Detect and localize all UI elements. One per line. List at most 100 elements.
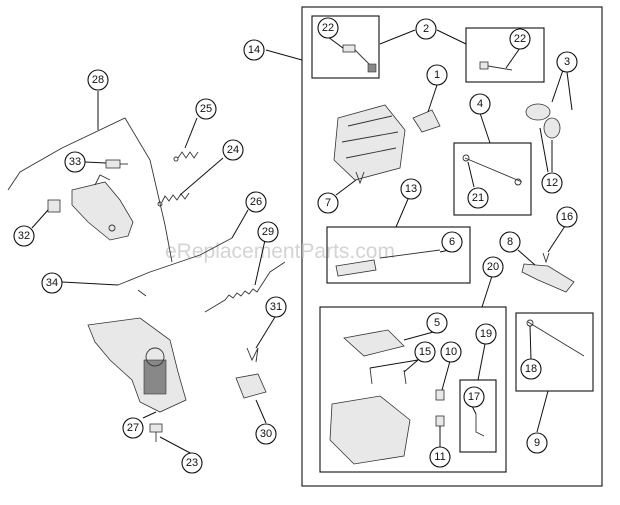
part-lower-housing	[329, 395, 411, 465]
part-25-spring	[173, 151, 199, 162]
callout-25: 25	[195, 98, 217, 120]
svg-text:12: 12	[546, 177, 558, 189]
callout-34: 34	[41, 272, 63, 294]
svg-text:2: 2	[423, 23, 429, 35]
part-23-bolt	[149, 423, 163, 442]
callout-9: 9	[526, 432, 548, 454]
svg-text:15: 15	[419, 346, 431, 358]
callout-11: 11	[429, 446, 451, 468]
main-assembly-frame	[301, 6, 603, 487]
callout-5: 5	[426, 312, 448, 334]
svg-text:23: 23	[186, 457, 198, 469]
svg-text:22: 22	[322, 22, 334, 34]
part-10-11-clips	[435, 389, 445, 427]
part-31-clip	[246, 347, 259, 363]
svg-text:26: 26	[250, 196, 262, 208]
svg-text:28: 28	[92, 74, 104, 86]
part-13-bar	[335, 249, 441, 277]
callout-10: 10	[440, 341, 462, 363]
callout-2: 2	[415, 18, 437, 40]
callout-28: 28	[87, 69, 109, 91]
callout-7: 7	[317, 192, 339, 214]
subassembly-box-9	[515, 312, 594, 392]
callout-16: 16	[556, 206, 578, 228]
callout-20: 20	[482, 256, 504, 278]
svg-text:14: 14	[248, 44, 260, 56]
callout-22-left: 22	[317, 17, 339, 39]
part-16-clip	[542, 252, 550, 264]
part-24-spring	[157, 192, 190, 207]
part-8-lever	[521, 263, 575, 293]
svg-text:34: 34	[46, 277, 58, 289]
svg-text:7: 7	[325, 197, 331, 209]
part-control-block	[333, 104, 406, 181]
part-29-spring	[204, 261, 286, 313]
svg-text:9: 9	[534, 437, 540, 449]
callout-22-right: 22	[509, 28, 531, 50]
callout-17: 17	[463, 386, 485, 408]
part-15-pins	[369, 367, 407, 385]
svg-text:20: 20	[487, 261, 499, 273]
svg-text:25: 25	[200, 103, 212, 115]
callout-30: 30	[255, 423, 277, 445]
part-22-right	[479, 61, 513, 71]
callout-21: 21	[467, 187, 489, 209]
callout-23: 23	[181, 452, 203, 474]
svg-text:4: 4	[477, 98, 483, 110]
svg-text:32: 32	[18, 230, 30, 242]
subassembly-box-20	[319, 306, 507, 473]
callout-12: 12	[541, 172, 563, 194]
svg-text:13: 13	[405, 183, 417, 195]
part-1-plate	[412, 109, 441, 133]
subassembly-box-4	[453, 142, 532, 216]
svg-text:3: 3	[564, 56, 570, 68]
callout-29: 29	[257, 221, 279, 243]
callout-26: 26	[245, 191, 267, 213]
callout-6: 6	[441, 231, 463, 253]
svg-text:1: 1	[434, 69, 440, 81]
svg-text:18: 18	[525, 363, 537, 375]
part-18-rod	[526, 319, 585, 357]
callout-13: 13	[400, 178, 422, 200]
part-26-rod	[117, 237, 233, 297]
svg-text:10: 10	[445, 346, 457, 358]
part-33-screw	[105, 159, 128, 169]
svg-text:19: 19	[480, 328, 492, 340]
subassembly-box-13	[326, 226, 471, 284]
part-5-plate	[343, 329, 405, 357]
svg-text:17: 17	[468, 391, 480, 403]
svg-text:30: 30	[260, 428, 272, 440]
part-7-clip	[355, 171, 365, 185]
svg-text:24: 24	[227, 144, 239, 156]
svg-text:21: 21	[472, 192, 484, 204]
callout-3: 3	[556, 51, 578, 73]
subassembly-box-22-left	[311, 15, 380, 79]
svg-text:27: 27	[127, 422, 139, 434]
svg-text:22: 22	[514, 33, 526, 45]
part-22-left	[342, 44, 377, 73]
svg-text:16: 16	[561, 211, 573, 223]
svg-text:8: 8	[507, 236, 513, 248]
callout-24: 24	[222, 139, 244, 161]
svg-text:11: 11	[434, 451, 445, 463]
svg-text:5: 5	[434, 317, 440, 329]
callout-8: 8	[499, 231, 521, 253]
subassembly-box-22-right	[465, 27, 545, 83]
callout-1: 1	[426, 64, 448, 86]
part-28-bracket	[7, 117, 173, 263]
callout-31: 31	[265, 296, 287, 318]
part-17-small	[475, 414, 485, 437]
part-30-bracket	[235, 373, 267, 399]
callout-4: 4	[469, 93, 491, 115]
part-27-base-bracket	[87, 317, 187, 413]
part-3-discs	[525, 103, 561, 139]
callout-33: 33	[64, 151, 86, 173]
callout-14: 14	[243, 39, 265, 61]
svg-text:33: 33	[69, 156, 81, 168]
svg-text:6: 6	[449, 236, 455, 248]
callout-18: 18	[520, 358, 542, 380]
callout-32: 32	[13, 225, 35, 247]
callout-19: 19	[475, 323, 497, 345]
